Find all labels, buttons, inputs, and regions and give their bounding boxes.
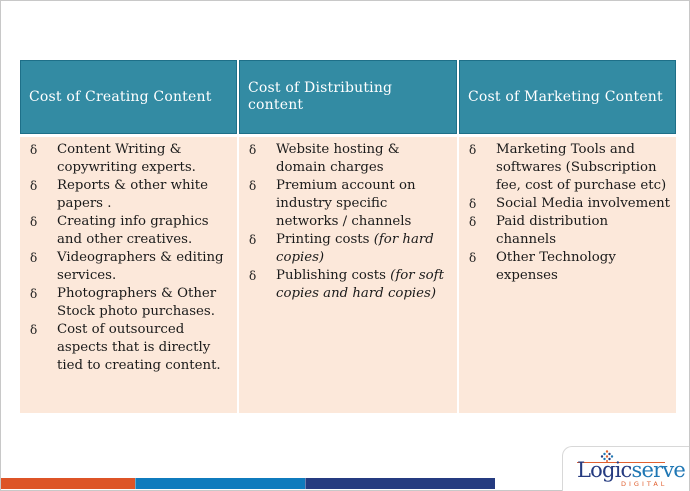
delta-bullet-icon: δ [249,179,257,193]
footer-bar-navy [305,478,495,489]
header-cost-of-marketing: Cost of Marketing Content [459,60,676,134]
item-text: Videographers & editing services. [57,250,224,283]
item-text: Printing costs [276,232,374,247]
delta-bullet-icon: δ [469,251,477,265]
list-item: δ Videographers & editing services. [30,249,231,285]
item-text: Reports & other white papers . [57,178,208,211]
logo-dots-icon [600,450,614,462]
item-text: Paid distribution channels [496,214,609,247]
delta-bullet-icon: δ [249,269,257,283]
delta-bullet-icon: δ [30,215,38,229]
item-text: Creating info graphics and other creativ… [57,214,209,247]
delta-bullet-icon: δ [469,215,477,229]
header-label: Cost of Creating Content [29,88,212,105]
logicserve-logo: Logicserve DIGITAL [562,446,689,491]
list-item: δ Other Technology expenses [469,249,670,285]
logo-text-serve: serve [631,458,686,482]
item-text: Other Technology expenses [496,250,616,283]
bullet-list: δ Marketing Tools and softwares (Subscrip… [469,141,670,285]
list-item: δ Publishing costs (for soft copies and h… [249,267,451,303]
footer-color-bar [1,478,495,489]
list-item: δ Content Writing & copywriting experts. [30,141,231,177]
item-text: Cost of outsourced aspects that is direc… [57,322,221,373]
item-text: Website hosting & domain charges [276,142,400,175]
item-text: Social Media involvement [496,196,670,211]
delta-bullet-icon: δ [30,287,38,301]
list-item: δ Marketing Tools and softwares (Subscrip… [469,141,670,195]
list-item: δ Cost of outsourced aspects that is dire… [30,321,231,375]
list-item: δ Printing costs (for hard copies) [249,231,451,267]
list-item: δ Creating info graphics and other creati… [30,213,231,249]
item-text: Photographers & Other Stock photo purcha… [57,286,217,319]
delta-bullet-icon: δ [469,197,477,211]
delta-bullet-icon: δ [249,143,257,157]
list-item: δ Photographers & Other Stock photo purch… [30,285,231,321]
list-item: δ Reports & other white papers . [30,177,231,213]
logo-text-logic: Logic [577,458,632,482]
delta-bullet-icon: δ [469,143,477,157]
footer-bar-blue [135,478,305,489]
table-header-row: Cost of Creating Content Cost of Distrib… [20,60,676,134]
logo-wordmark: Logicserve [577,458,686,482]
list-item: δ Social Media involvement [469,195,670,213]
footer-bar-orange [1,478,135,489]
delta-bullet-icon: δ [249,233,257,247]
item-text: Marketing Tools and softwares (Subscript… [496,142,667,193]
item-italic-note: (for soft copies and hard copies) [276,268,444,301]
delta-bullet-icon: δ [30,323,38,337]
header-label: Cost of Distributing content [248,80,393,113]
delta-bullet-icon: δ [30,143,38,157]
item-text: Content Writing & copywriting experts. [57,142,196,175]
header-label: Cost of Marketing Content [468,88,663,105]
delta-bullet-icon: δ [30,251,38,265]
header-cost-of-distributing: Cost of Distributing content [239,60,457,134]
item-text: Publishing costs [276,268,391,283]
cell-marketing-content: δ Marketing Tools and softwares (Subscrip… [459,137,676,413]
delta-bullet-icon: δ [30,179,38,193]
header-cost-of-creating: Cost of Creating Content [20,60,237,134]
logo-subtitle: DIGITAL [621,480,668,488]
list-item: δ Paid distribution channels [469,213,670,249]
list-item: δ Website hosting & domain charges [249,141,451,177]
item-italic-note: (for hard copies) [276,232,434,265]
logo-underline [577,462,665,463]
list-item: δ Premium account on industry specific ne… [249,177,451,231]
item-text: Premium account on industry specific net… [276,178,416,229]
